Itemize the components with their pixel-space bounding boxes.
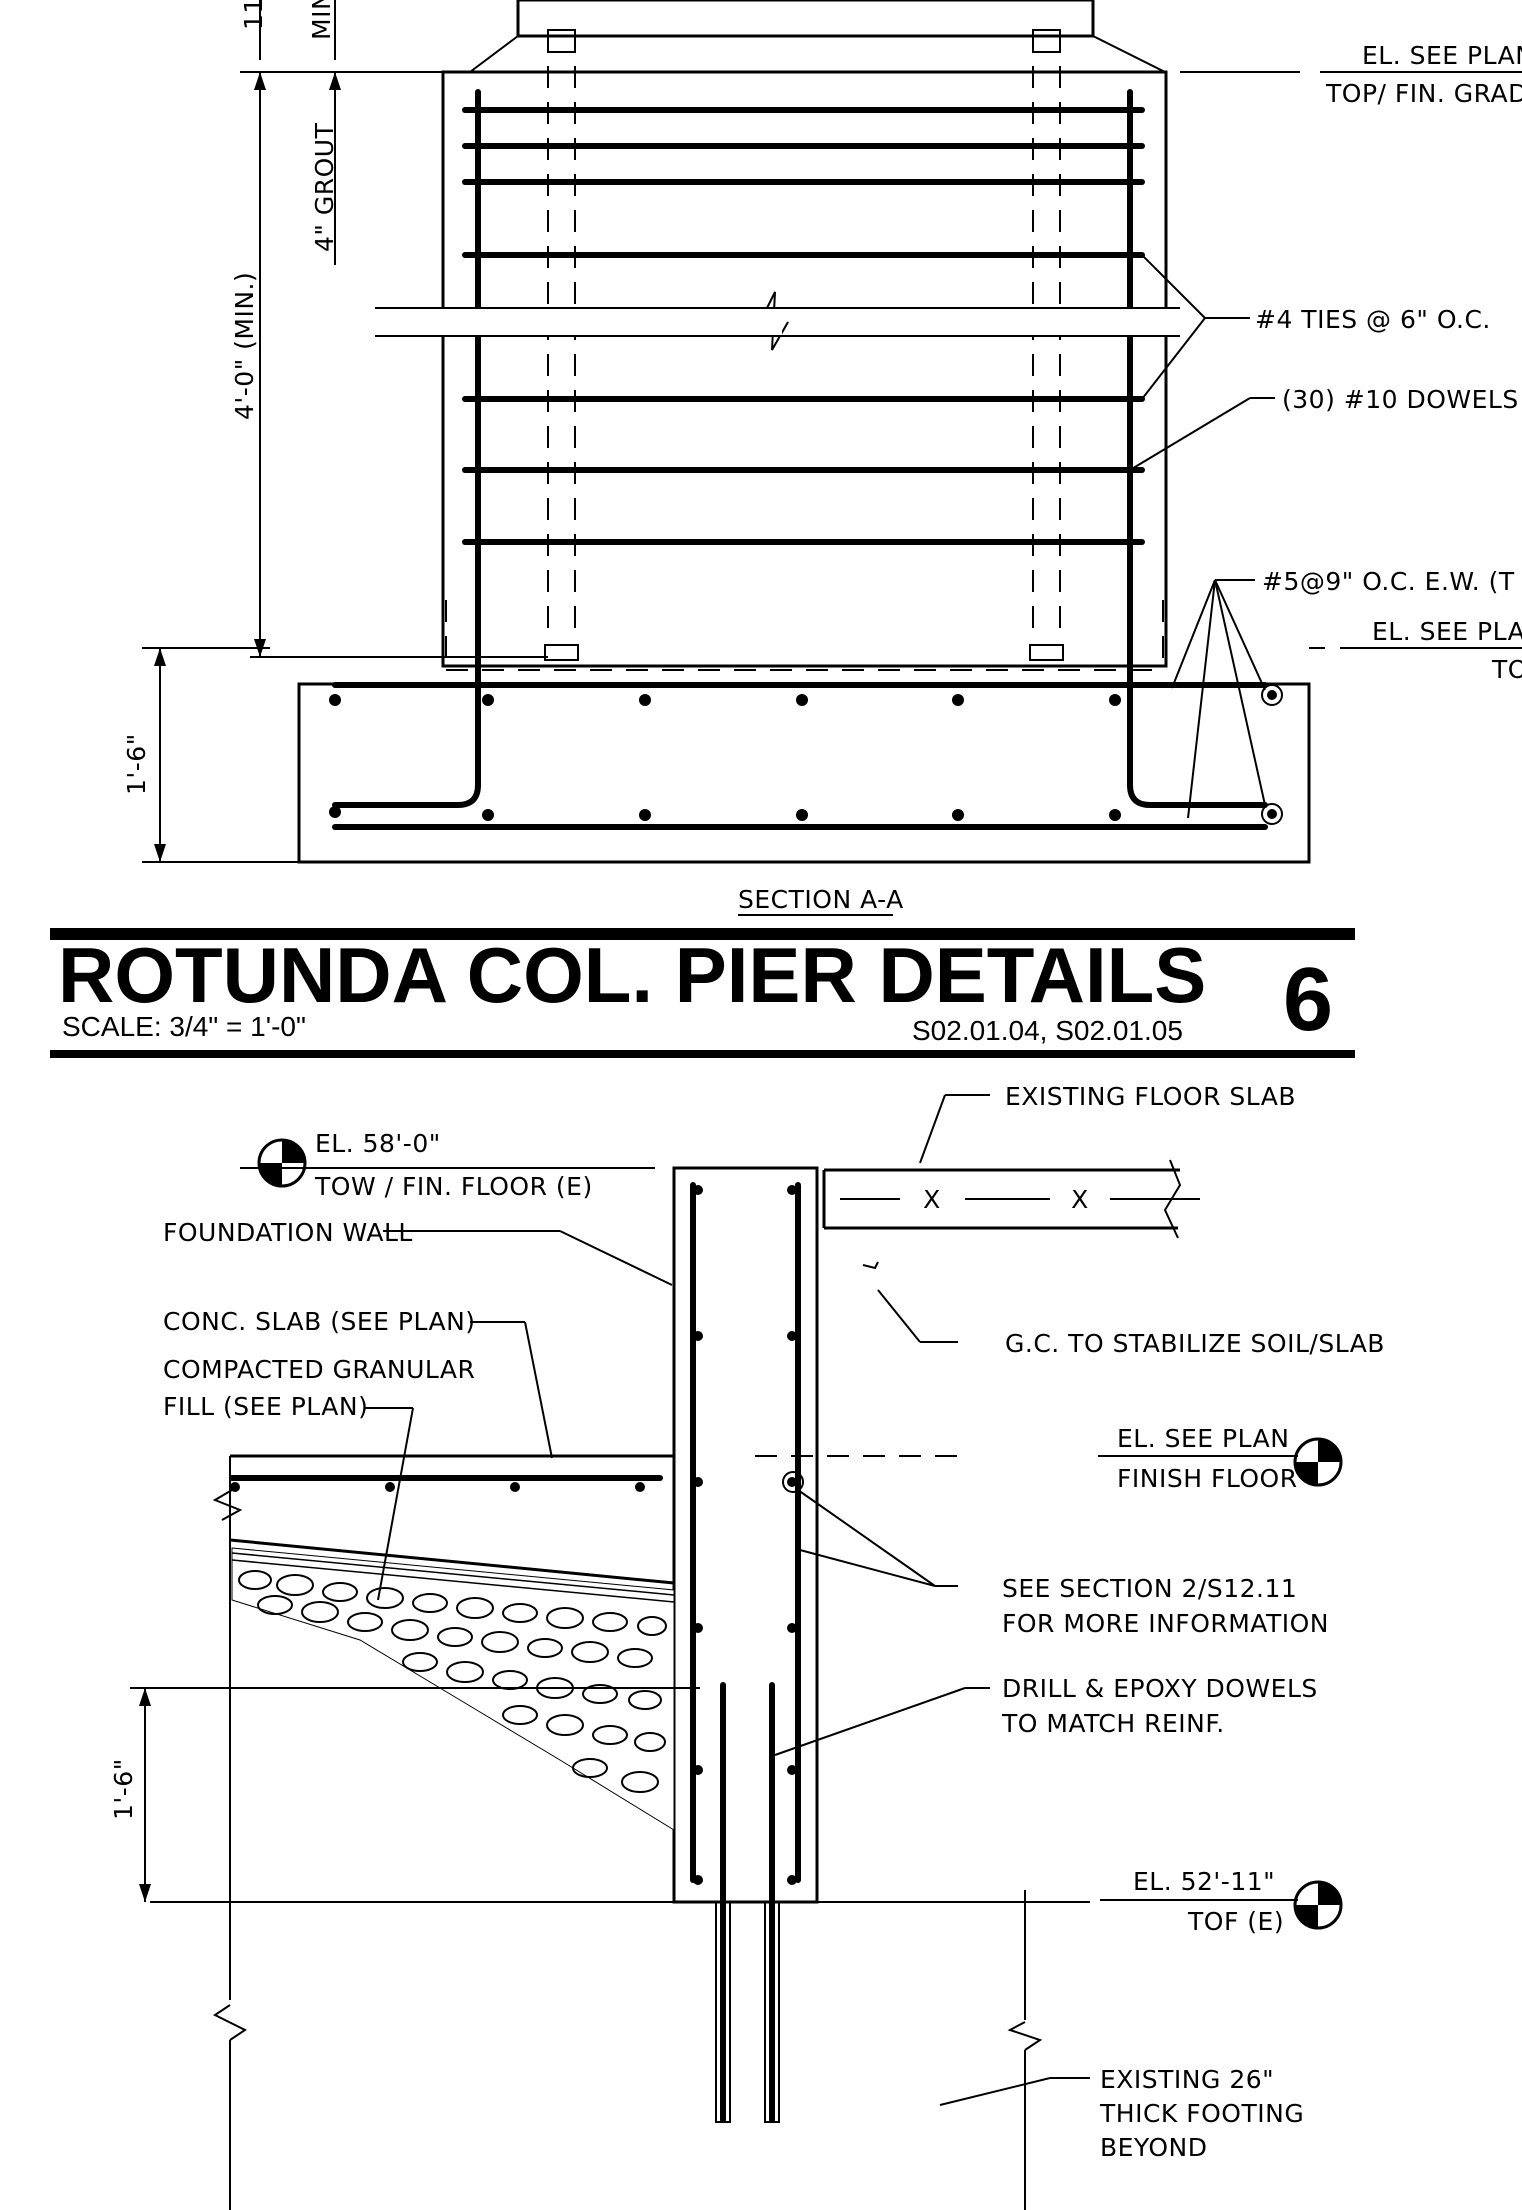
elevation-marker-52: [1100, 1880, 1343, 1930]
elevation-marker-finish-floor: [755, 1437, 1343, 1487]
tof-label: TOF (E): [1187, 1907, 1284, 1936]
scale-label: SCALE: 3/4" = 1'-0": [62, 1011, 306, 1042]
existing-floor-slab: [822, 1159, 1200, 1239]
title-rule-top: [50, 928, 1355, 940]
el-58-label: EL. 58'-0": [315, 1129, 441, 1158]
dim-grout: 4" GROUT: [310, 122, 339, 252]
title-rule-bottom: [50, 1050, 1355, 1058]
dim-min-partial: MIN: [307, 0, 336, 40]
existing-floor-slab-label: EXISTING FLOOR SLAB: [1005, 1082, 1296, 1111]
existing-footing-1: EXISTING 26": [1100, 2065, 1274, 2094]
fill-label-2: FILL (SEE PLAN): [163, 1392, 368, 1421]
dim-top-partial: 11: [239, 0, 268, 30]
dowel-right: [1127, 89, 1268, 808]
foundation-wall-label: FOUNDATION WALL: [163, 1218, 413, 1247]
gc-note: G.C. TO STABILIZE SOIL/SLAB: [1005, 1329, 1385, 1358]
fill-label-1: COMPACTED GRANULAR: [163, 1355, 475, 1384]
dim-footing-top: 1'-6": [122, 733, 151, 795]
dowels-label: (30) #10 DOWELS: [1282, 385, 1519, 414]
el-bottom-sub: TO: [1491, 655, 1522, 684]
see-section-2: FOR MORE INFORMATION: [1002, 1609, 1329, 1638]
finish-floor: FINISH FLOOR: [1117, 1464, 1298, 1493]
drill-note-1: DRILL & EPOXY DOWELS: [1002, 1674, 1318, 1703]
detail-number: 6: [1283, 950, 1333, 1050]
elevation-marker-58: [240, 1138, 655, 1188]
leader-lines-bottom: [365, 1094, 1090, 2106]
anchor-bolts: [544, 29, 1064, 661]
drill-note-2: TO MATCH REINF.: [1001, 1709, 1225, 1738]
slab-x-2: X: [1071, 1185, 1089, 1214]
leader-lines-top: [1129, 254, 1275, 819]
pier-outline: [441, 70, 1168, 668]
ties-label: #4 TIES @ 6" O.C.: [1255, 305, 1491, 334]
dim-lower: [130, 1687, 700, 1902]
pier-ties: [462, 107, 1145, 545]
slab-on-grade: [212, 1454, 675, 1585]
dowel-left: [332, 89, 481, 808]
title-block: ROTUNDA COL. PIER DETAILS SCALE: 3/4" = …: [50, 928, 1355, 1058]
dim-min-height: 4'-0" (MIN.): [230, 272, 259, 420]
el-52-label: EL. 52'-11": [1133, 1867, 1275, 1896]
section-boundaries: [150, 1545, 1090, 2210]
bottom-reinf-label: #5@9" O.C. E.W. (T: [1262, 567, 1515, 596]
wall-section: X X: [109, 1082, 1385, 2210]
dimension-lines: [142, 0, 548, 863]
detail-title: ROTUNDA COL. PIER DETAILS: [58, 931, 1206, 1019]
el-see-plan: EL. SEE PLAN: [1117, 1424, 1289, 1453]
el-top-label: EL. SEE PLAN: [1362, 41, 1522, 70]
slab-x-1: X: [923, 1185, 941, 1214]
footing-outline: [297, 682, 1311, 864]
dim-footing-bottom: 1'-6": [109, 1758, 138, 1820]
existing-footing-2: THICK FOOTING: [1099, 2099, 1304, 2128]
footing-bar-dots: [329, 684, 1283, 825]
see-section-1: SEE SECTION 2/S12.11: [1002, 1574, 1297, 1603]
sheet-refs: S02.01.04, S02.01.05: [912, 1015, 1183, 1046]
section-caption: SECTION A-A: [738, 885, 904, 914]
el-bottom-label: EL. SEE PLAN: [1372, 617, 1522, 646]
base-plate: [516, 0, 1095, 38]
wall-bar-dots: [693, 1185, 804, 1885]
section-a-a: 11 MIN 4" GROUT 4'-0" (MIN.) 1'-6" EL. S…: [122, 0, 1522, 916]
conc-slab-label: CONC. SLAB (SEE PLAN): [163, 1307, 476, 1336]
existing-footing-3: BEYOND: [1100, 2133, 1207, 2162]
break-line: [370, 291, 1182, 351]
tow-fin-floor: TOW / FIN. FLOOR (E): [314, 1172, 593, 1201]
